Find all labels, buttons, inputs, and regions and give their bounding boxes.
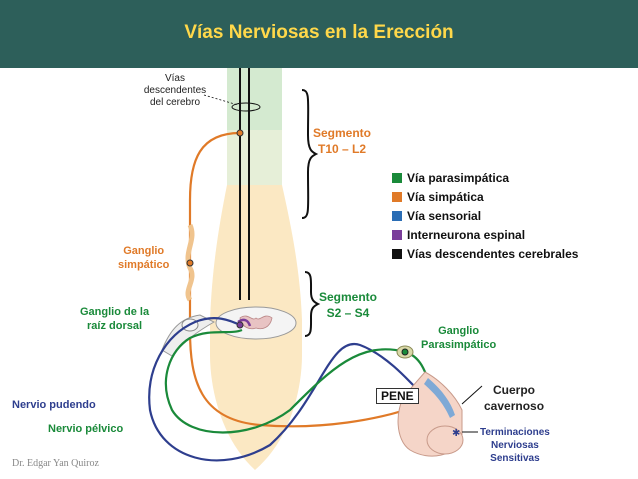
segment-lower-label: Segmento S2 – S4: [319, 290, 378, 320]
interneuron-dot: [236, 321, 244, 329]
sympathetic-ganglion-dot: [186, 259, 194, 267]
gray-matter-icon: [239, 315, 273, 330]
legend-item-descending: Vías descendentes cerebrales: [392, 244, 578, 263]
title-bar: [0, 0, 638, 68]
spinal-segment-band: [227, 130, 282, 185]
glans-icon: [426, 425, 464, 455]
cavernous-body-icon: [424, 378, 455, 418]
legend-item-parasympathetic: Vía parasimpática: [392, 168, 578, 187]
descending-pointer: [203, 94, 239, 106]
sensory-path: [148, 317, 456, 462]
legend-item-interneuron: Interneurona espinal: [392, 225, 578, 244]
legend-swatch: [392, 210, 402, 221]
legend-swatch: [392, 191, 402, 202]
parasympathetic-ganglion-dot: [401, 348, 409, 356]
brace-lower: [304, 271, 321, 337]
descending-paths-label: Vías descendentes del cerebro: [143, 73, 207, 108]
cavernous-body-label: Cuerpo cavernoso: [484, 383, 545, 413]
legend: Vía parasimpática Vía simpática Vía sens…: [392, 168, 578, 263]
sympathetic-chain-icon: [185, 223, 195, 302]
parasympathetic-ganglion-label: Ganglio Parasimpático: [421, 325, 497, 351]
pelvic-nerve-label: Nervio pélvico: [48, 423, 124, 435]
legend-swatch: [392, 172, 402, 183]
legend-item-sensory: Vía sensorial: [392, 206, 578, 225]
legend-swatch: [392, 229, 402, 240]
nerve-endings-icon: ✱: [452, 428, 460, 439]
descending-path-ring: [231, 102, 261, 112]
segment-upper-label: Segmento T10 – L2: [313, 126, 372, 156]
upper-synapse-dot: [236, 129, 244, 137]
legend-swatch: [392, 248, 402, 259]
sensory-endings-label: Terminaciones Nerviosas Sensitivas: [480, 427, 550, 464]
brace-upper: [301, 89, 319, 219]
spinal-interneuron: [237, 318, 252, 327]
penis-label: PENE: [376, 388, 419, 404]
sympathetic-ganglion-label: Ganglio simpático: [118, 245, 170, 271]
legend-item-sympathetic: Vía simpática: [392, 187, 578, 206]
author-credit: Dr. Edgar Yan Quiroz: [12, 458, 99, 469]
cuerpo-pointer: [461, 385, 483, 405]
sympathetic-path: [188, 131, 421, 428]
page-title: Vías Nerviosas en la Erección: [184, 22, 454, 43]
pudendal-nerve-label: Nervio pudendo: [12, 399, 96, 411]
dorsal-root-ganglion-label: Ganglio de la raíz dorsal: [80, 306, 150, 332]
